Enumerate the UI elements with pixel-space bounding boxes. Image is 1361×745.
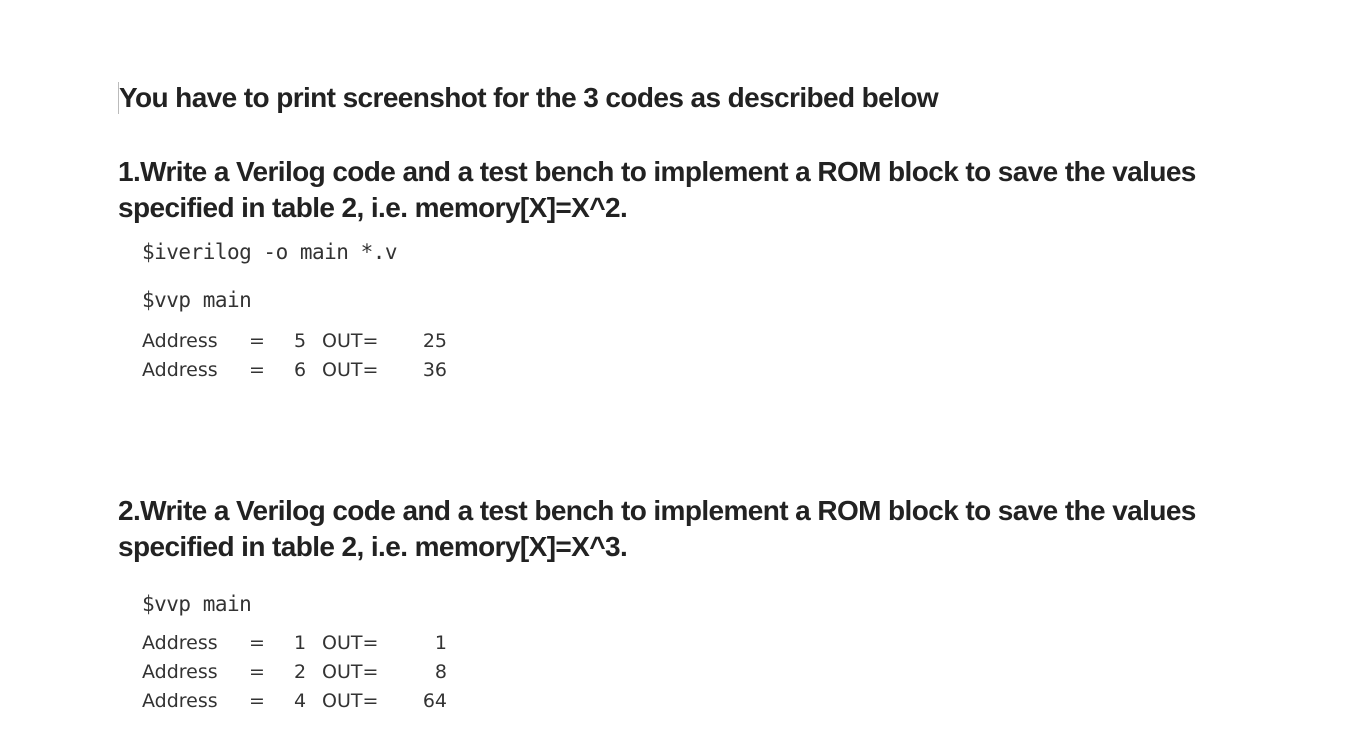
task-2-description: 2.Write a Verilog code and a test bench …	[118, 493, 1288, 565]
out-label: OUT=	[322, 359, 379, 381]
address-label: Address	[142, 690, 218, 712]
out-value: 64	[422, 690, 447, 712]
equals-sign: =	[249, 359, 265, 381]
out-label: OUT=	[322, 661, 379, 683]
task-1-line-1: 1.Write a Verilog code and a test bench …	[118, 156, 1196, 187]
equals-sign: =	[249, 632, 265, 654]
command-line: $vvp main	[142, 288, 252, 312]
address-label: Address	[142, 661, 218, 683]
address-value: 5	[294, 330, 307, 352]
out-label: OUT=	[322, 632, 379, 654]
address-label: Address	[142, 330, 218, 352]
task-2-line-1: 2.Write a Verilog code and a test bench …	[118, 495, 1196, 526]
equals-sign: =	[249, 330, 265, 352]
address-value: 1	[294, 632, 307, 654]
task-1-description: 1.Write a Verilog code and a test bench …	[118, 154, 1288, 226]
task-1-line-2: specified in table 2, i.e. memory[X]=X^2…	[118, 192, 628, 223]
address-label: Address	[142, 359, 218, 381]
out-value: 1	[434, 632, 447, 654]
out-label: OUT=	[322, 690, 379, 712]
equals-sign: =	[249, 690, 265, 712]
address-label: Address	[142, 632, 218, 654]
out-value: 8	[434, 661, 447, 683]
equals-sign: =	[249, 661, 265, 683]
out-label: OUT=	[322, 330, 379, 352]
task-2-line-2: specified in table 2, i.e. memory[X]=X^3…	[118, 531, 628, 562]
address-value: 2	[294, 661, 307, 683]
intro-heading: You have to print screenshot for the 3 c…	[118, 82, 939, 114]
command-line: $vvp main	[142, 592, 252, 616]
out-value: 36	[422, 359, 447, 381]
command-line: $iverilog -o main *.v	[142, 240, 398, 264]
address-value: 4	[294, 690, 307, 712]
address-value: 6	[294, 359, 307, 381]
out-value: 25	[422, 330, 447, 352]
